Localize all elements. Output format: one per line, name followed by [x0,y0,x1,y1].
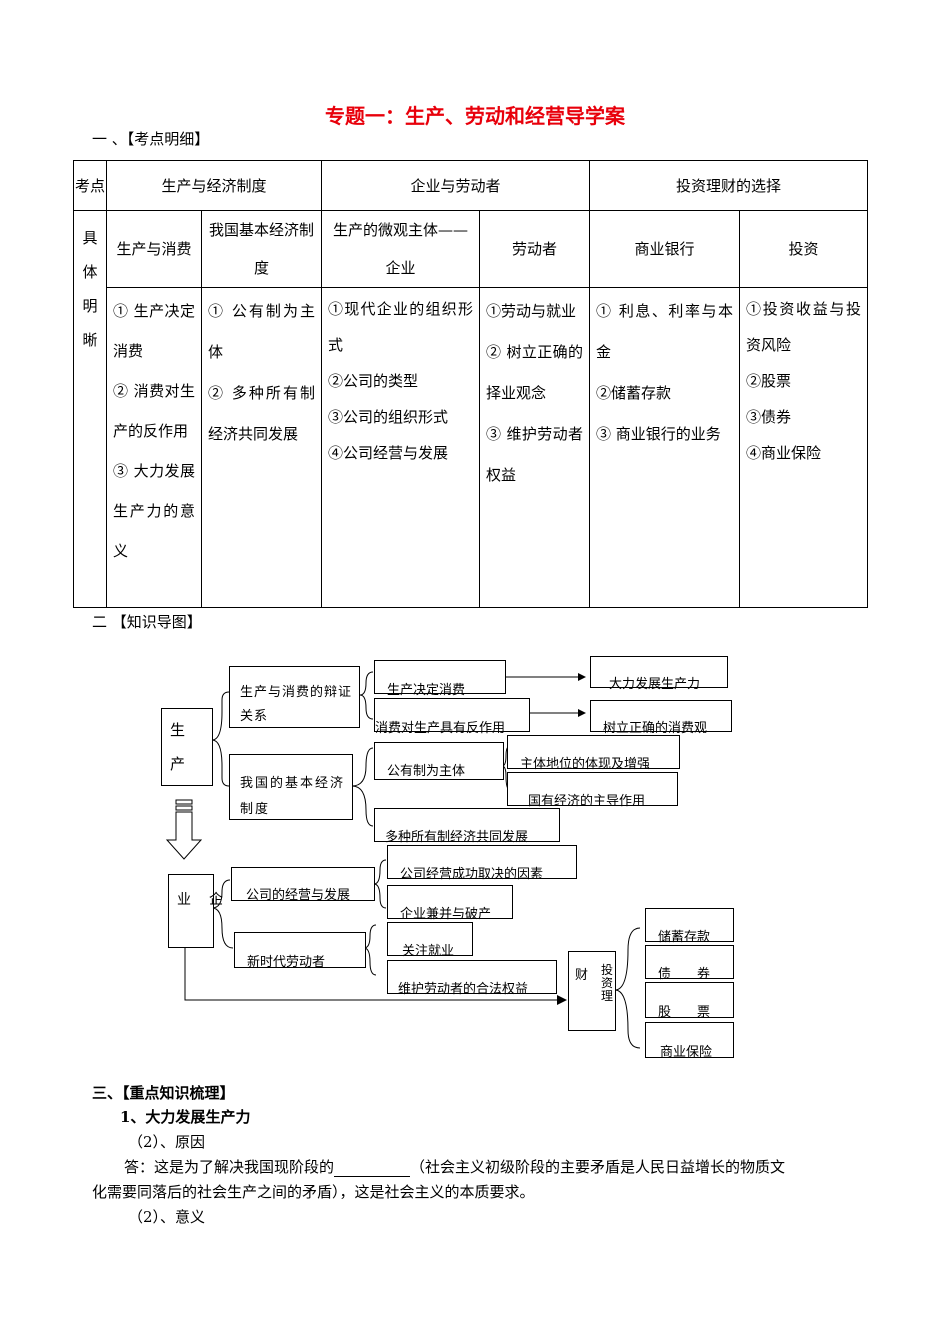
map-node-p6: 主体地位的体现及增强 [507,735,680,772]
subheading-meaning: （2）、意义 [128,1208,206,1226]
answer-line-1: 答：这是为了解决我国现阶段的（社会主义初级阶段的主要矛盾是人民日益增长的物质文 [124,1158,786,1177]
map-node-p7: 国有经济的主导作用 [507,772,678,809]
page-title: 专题一：生产、劳动和经营导学案 [325,104,625,128]
sub-laborer: 劳动者 [479,210,591,288]
map-node-f3: 股 票 [645,982,734,1020]
map-node-production: 生 产 [161,708,213,786]
sub-enterprise: 生产的微观主体——企业 [321,210,481,288]
map-node-f2: 债 券 [645,945,734,982]
sub-basic-system: 我国基本经济制度 [200,210,323,288]
map-node-q1: 公司的经营与发展 [231,867,375,903]
row-label-cell: 具体明晰 [73,210,107,608]
map-node-dialectic: 生产与消费的辩证关系 [229,666,360,728]
map-node-basic-system: 我国的基本经济制度 [229,754,353,820]
map-node-enterprise: 业 企 [168,874,223,948]
map-node-p8: 多种所有制经济共同发展 [374,808,560,845]
map-node-q5: 关注就业 [387,922,473,959]
section-heading-3: 三、【重点知识梳理】 [92,1084,235,1102]
sub-investment: 投资 [739,210,869,288]
exam-points-table: 考点 生产与经济制度 企业与劳动者 投资理财的选择 具体明晰 生产与消费 我国基… [73,160,869,608]
header-investment: 投资理财的选择 [589,160,869,211]
map-node-q6: 维护劳动者的合法权益 [387,960,557,997]
section-heading-1: 一 、【考点明细】 [92,130,210,148]
header-production: 生产与经济制度 [105,160,323,211]
sub-bank: 商业银行 [589,210,741,288]
map-node-p2: 消费对生产具有反作用 [374,698,530,736]
subheading-reason: （2）、原因 [128,1133,206,1151]
blank-line[interactable] [334,1162,411,1177]
sub-production-consumption: 生产与消费 [106,210,202,288]
map-node-p3: 大力发展生产力 [590,656,728,692]
map-node-p4: 树立正确的消费观 [590,700,732,736]
map-node-f4: 商业保险 [645,1022,734,1060]
map-node-p5: 公有制为主体 [374,742,504,780]
map-node-q2: 公司经营成功取决的因素 [387,845,577,882]
map-node-p1: 生产决定消费 [374,660,506,698]
section-heading-2: 二 【知识导图】 [92,613,202,631]
heading-productivity: 1、大力发展生产力 [120,1108,251,1126]
map-node-f1: 储蓄存款 [645,908,734,945]
answer-line-2: 化需要同落后的社会生产之间的矛盾），这是社会主义的本质要求。 [92,1183,535,1201]
map-node-q4: 新时代劳动者 [234,932,366,970]
map-node-q3: 企业兼并与破产 [387,885,513,922]
map-node-finance: 财 投资理 [568,951,616,1031]
